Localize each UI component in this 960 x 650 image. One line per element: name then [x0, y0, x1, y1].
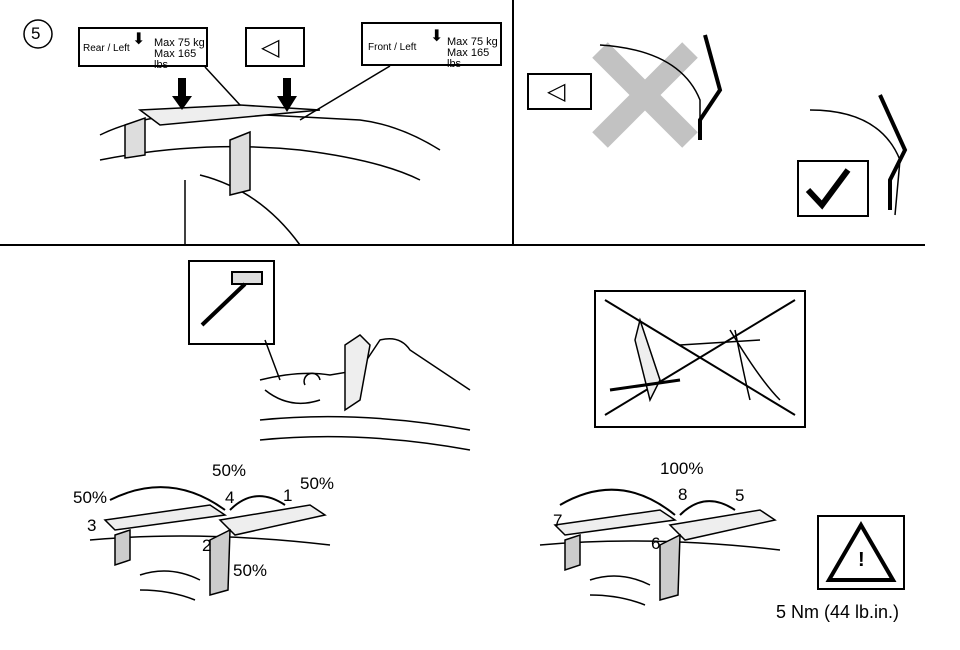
car-load-icon: ⬇ [430, 28, 444, 45]
rear-max-kg: Max 75 kg [154, 37, 205, 49]
percent-4: 50% [212, 461, 247, 480]
bars-right [539, 488, 781, 606]
down-arrows [172, 78, 297, 112]
visual-check-box-2: ◁ [527, 73, 592, 110]
rear-max-lbs: Max 165 lbs [154, 48, 197, 71]
percent-100: 100% [660, 459, 704, 478]
step-8: 8 [678, 485, 688, 504]
rear-load-label: Rear / Left ⬇ Max 75 kg Max 165 lbs [78, 27, 208, 71]
percent-1: 50% [300, 474, 335, 493]
no-tools-drawing [604, 299, 796, 416]
step-5: 5 [735, 486, 745, 505]
percent-2: 50% [233, 561, 268, 580]
warning-box: ! [817, 515, 905, 590]
rear-position: Rear / Left [83, 43, 130, 54]
front-max-lbs: Max 165 lbs [447, 47, 490, 70]
no-tools-box [594, 290, 806, 428]
step-1: 1 [283, 486, 293, 505]
step-3: 3 [87, 516, 97, 535]
wrong-profile [592, 34, 723, 148]
warning-symbol: ! [858, 549, 865, 571]
correct-profile [809, 94, 908, 216]
car-roof-top-left [99, 65, 441, 246]
step-number: 5 [31, 24, 41, 43]
bars-left [89, 486, 331, 601]
step-2: 2 [202, 536, 212, 555]
step-7: 7 [553, 511, 563, 530]
car-load-icon: ⬇ [132, 31, 146, 48]
eye-icon: ◁ [261, 34, 280, 61]
warning-triangle-icon [825, 521, 897, 582]
front-position: Front / Left [368, 42, 417, 53]
tool-box [188, 260, 275, 345]
front-max-kg: Max 75 kg [447, 36, 498, 48]
eye-icon: ◁ [547, 78, 566, 105]
hand-tightening-drawing [259, 334, 471, 451]
percent-3: 50% [73, 488, 108, 507]
check-icon [805, 168, 851, 210]
step-6: 6 [651, 534, 661, 553]
torque-spec: 5 Nm (44 lb.in.) [776, 602, 900, 622]
front-load-label: Front / Left ⬇ Max 75 kg Max 165 lbs [361, 22, 502, 70]
tool-drawing [200, 271, 281, 381]
correct-check-box [797, 160, 869, 217]
visual-check-box: ◁ [245, 27, 305, 67]
step-4: 4 [225, 488, 235, 507]
step-circle [23, 19, 53, 49]
